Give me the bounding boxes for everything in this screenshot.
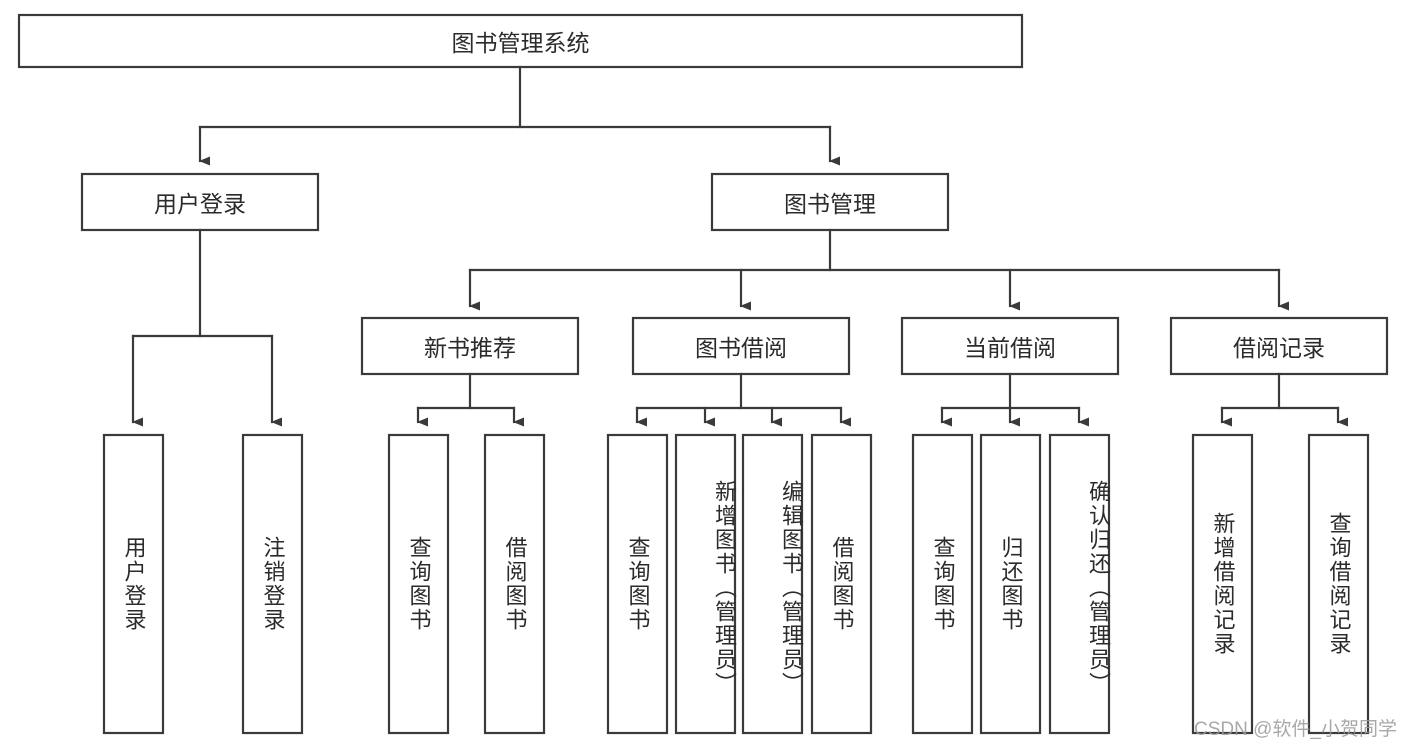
node-new-book-recommend-box[interactable]	[360, 316, 580, 376]
node-book-borrow-box[interactable]	[631, 316, 851, 376]
node-borrow-record-box[interactable]	[1169, 316, 1389, 376]
leaf-box-user-login-1[interactable]	[102, 433, 165, 735]
leaf-box-user-login-2[interactable]	[241, 433, 304, 735]
leaf-box-new-book-1[interactable]	[387, 433, 450, 735]
node-root-box[interactable]	[17, 13, 1024, 69]
leaf-box-current-borrow-1[interactable]	[911, 433, 974, 735]
watermark-text: CSDN @软件_小贺同学	[1194, 719, 1397, 740]
leaf-box-current-borrow-3[interactable]	[1048, 433, 1111, 735]
leaf-box-book-borrow-3[interactable]	[741, 433, 804, 735]
leaf-box-borrow-record-1[interactable]	[1191, 433, 1254, 735]
node-book-manage-box[interactable]	[710, 172, 950, 232]
leaf-box-new-book-2[interactable]	[483, 433, 546, 735]
leaf-box-book-borrow-1[interactable]	[606, 433, 669, 735]
leaf-box-borrow-record-2[interactable]	[1307, 433, 1370, 735]
leaf-box-book-borrow-4[interactable]	[810, 433, 873, 735]
leaf-box-current-borrow-2[interactable]	[979, 433, 1042, 735]
node-user-login-box[interactable]	[80, 172, 320, 232]
leaf-box-book-borrow-2[interactable]	[674, 433, 737, 735]
node-current-borrow-box[interactable]	[900, 316, 1120, 376]
